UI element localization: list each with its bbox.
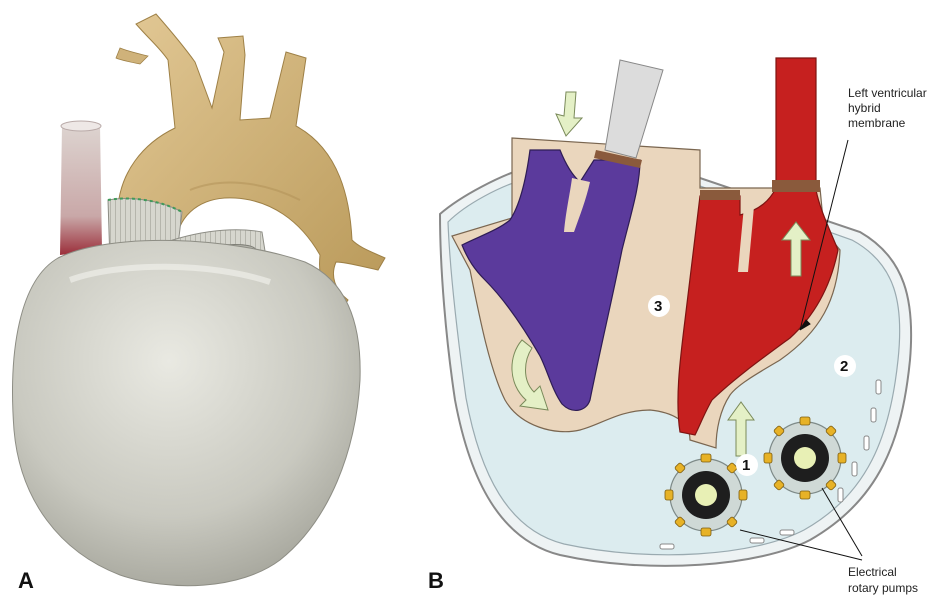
artificial-heart-shell: [13, 240, 361, 585]
chamber-number-1: 1: [736, 454, 758, 476]
pumps-label-line-2: rotary pumps: [848, 581, 918, 595]
chamber-number-2: 2: [834, 355, 856, 377]
pumps-label-line-1: Electrical: [848, 565, 897, 579]
membrane-label-line-3: membrane: [848, 116, 906, 130]
svg-text:2: 2: [840, 358, 848, 375]
svg-text:1: 1: [742, 457, 750, 474]
membrane-label-line-2: hybrid: [848, 101, 881, 115]
membrane-label-line-1: Left ventricular: [848, 86, 927, 100]
pulmonary-conduit: [60, 121, 102, 255]
chamber-number-3: 3: [648, 295, 670, 317]
panel-a-heart-device: A: [13, 14, 385, 593]
inflow-arrow-icon: [556, 92, 582, 136]
rotary-pump-left: [665, 454, 747, 536]
svg-text:3: 3: [654, 298, 662, 315]
panel-a-letter: A: [18, 568, 34, 593]
rotary-pump-right: [764, 417, 846, 499]
panel-b-letter: B: [428, 568, 444, 593]
panel-b-cross-section: 1 2 3 Left ventricular hybrid membrane E…: [428, 58, 927, 595]
